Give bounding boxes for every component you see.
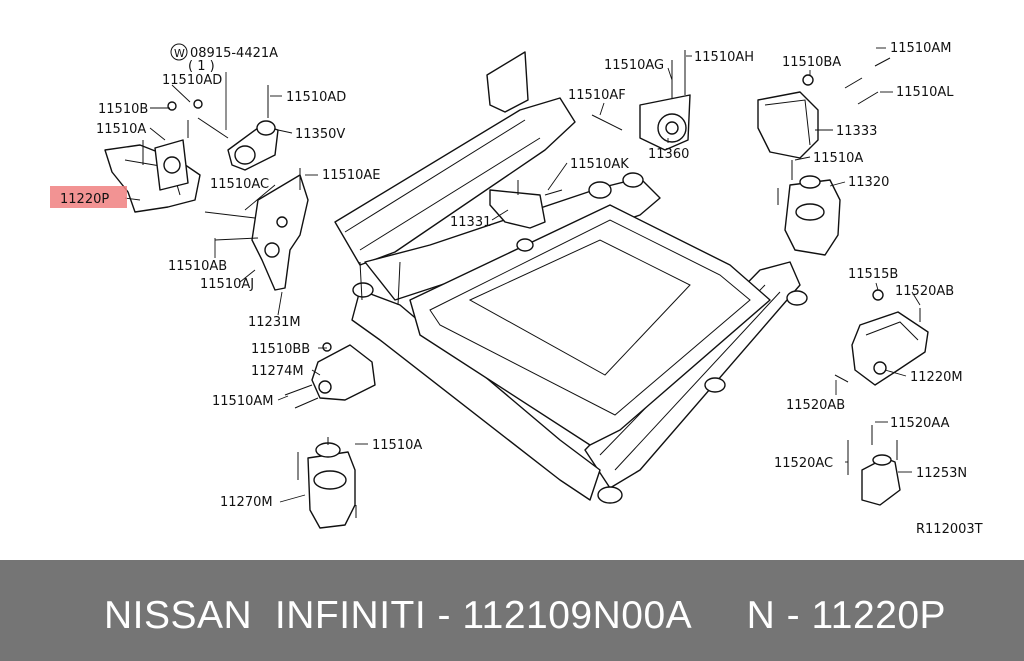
label-11510BA: 11510BA [782,55,841,70]
label-11220P: 11220P [60,192,109,207]
label-11520AB-b: 11520AB [786,398,845,413]
label-qty: ( 1 ) [188,59,215,74]
label-11510A-b: 11510A [813,151,863,166]
label-11510AD-b: 11510AD [286,90,346,105]
washer-symbol: W [170,43,188,61]
label-11510AM-a: 11510AM [890,41,951,56]
label-11510AF: 11510AF [568,88,626,103]
insulator-11320 [777,160,841,256]
footer-part-info: NISSAN INFINITI - 112109N00A N - 11220P [104,594,947,637]
svg-text:W: W [174,47,185,60]
bracket-11331 [489,180,563,229]
label-11510AE: 11510AE [322,168,380,183]
front-subframe [334,51,808,504]
label-11510A-a: 11510A [96,122,146,137]
insulator-11270M [297,437,357,529]
label-11270M: 11270M [220,495,273,510]
label-11220M: 11220M [910,370,963,385]
label-11331: 11331 [450,215,491,230]
bracket-11231M [204,168,309,291]
label-11510BB: 11510BB [251,342,310,357]
label-11520AC: 11520AC [774,456,833,471]
label-11510A-c: 11510A [372,438,422,453]
label-08915-4421A: 08915-4421A [190,46,278,61]
label-11320: 11320 [848,175,889,190]
label-11510AD-a: 11510AD [162,73,222,88]
label-11510AL: 11510AL [896,85,954,100]
mount-11360 [591,50,691,151]
highlight-box [50,186,127,208]
mount-11350V [197,85,279,171]
leader-lines [124,47,921,503]
label-11510AH: 11510AH [694,50,754,65]
label-11510AJ: 11510AJ [200,277,254,292]
label-11253N: 11253N [916,466,967,481]
parts-diagram-svg: W 08915-4421A ( 1 ) 11510AD 11510B 11510… [50,41,983,537]
bracket-11333 [757,57,891,159]
label-11510B: 11510B [98,102,148,117]
label-11231M: 11231M [248,315,301,330]
parts-diagram: W 08915-4421A ( 1 ) 11510AD 11510B 11510… [50,41,983,537]
label-11274M: 11274M [251,364,304,379]
label-11333: 11333 [836,124,877,139]
label-11510AM-b: 11510AM [212,394,273,409]
bracket-11253N [847,425,901,506]
label-11520AA: 11520AA [890,416,950,431]
bracket-11220M [834,289,929,386]
bracket-11220P [104,99,203,213]
footer-bar: NISSAN INFINITI - 112109N00A N - 11220P [0,560,1024,661]
label-11350V: 11350V [295,127,345,142]
label-11510AC: 11510AC [210,177,269,192]
reference-code: R112003T [916,522,983,537]
label-11510AK: 11510AK [570,157,629,172]
label-11515B: 11515B [848,267,898,282]
label-11520AB-a: 11520AB [895,284,954,299]
label-11510AG: 11510AG [604,58,664,73]
bracket-11274M [284,342,376,409]
label-11360: 11360 [648,147,689,162]
label-11510AB: 11510AB [168,259,227,274]
